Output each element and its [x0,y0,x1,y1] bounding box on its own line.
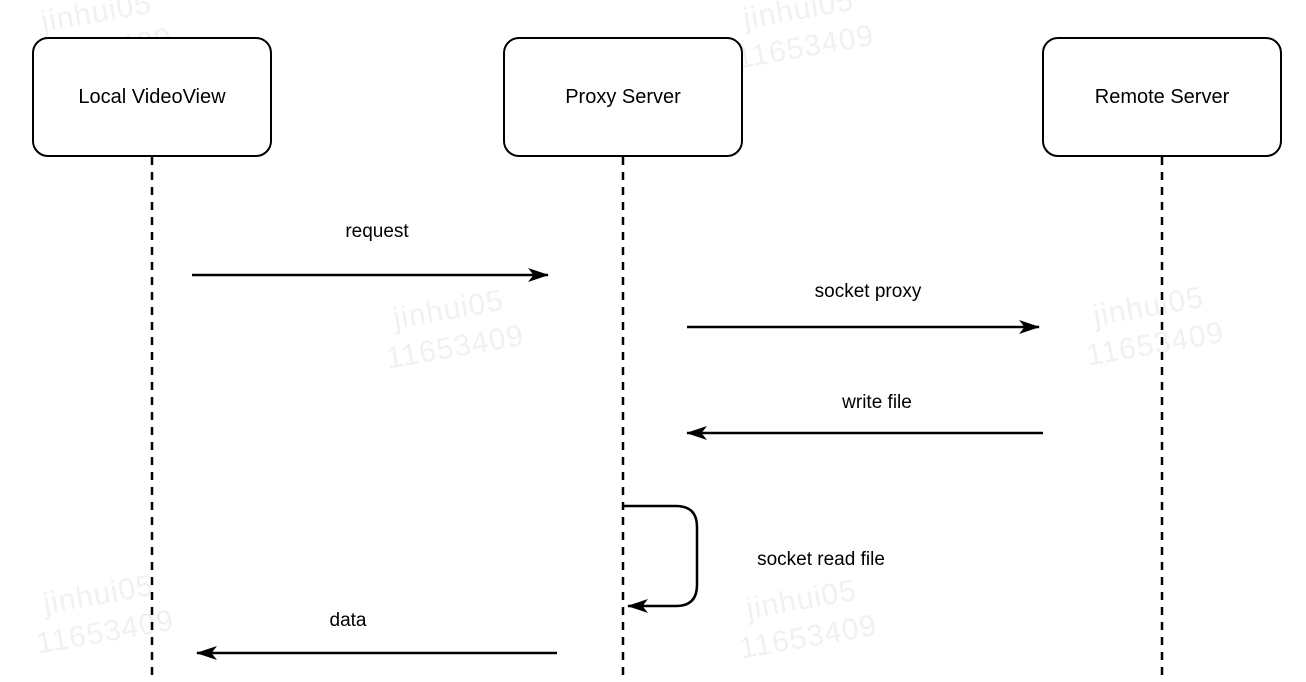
message-label-write-file: write file [842,392,912,413]
message-label-data: data [329,610,367,631]
actor-label-local-videoview: Local VideoView [78,85,226,108]
actor-box-proxy-server: Proxy Server [503,37,743,157]
actor-box-remote-server: Remote Server [1042,37,1282,157]
actor-label-proxy-server: Proxy Server [565,85,681,108]
self-message-arrow-socket-read-file [623,504,699,613]
actor-label-remote-server: Remote Server [1094,85,1230,108]
actor-box-local-videoview: Local VideoView [32,37,272,157]
message-label-request: request [345,221,409,242]
message-label-socket-proxy: socket proxy [814,281,922,302]
message-label-socket-read-file: socket read file [757,549,885,570]
